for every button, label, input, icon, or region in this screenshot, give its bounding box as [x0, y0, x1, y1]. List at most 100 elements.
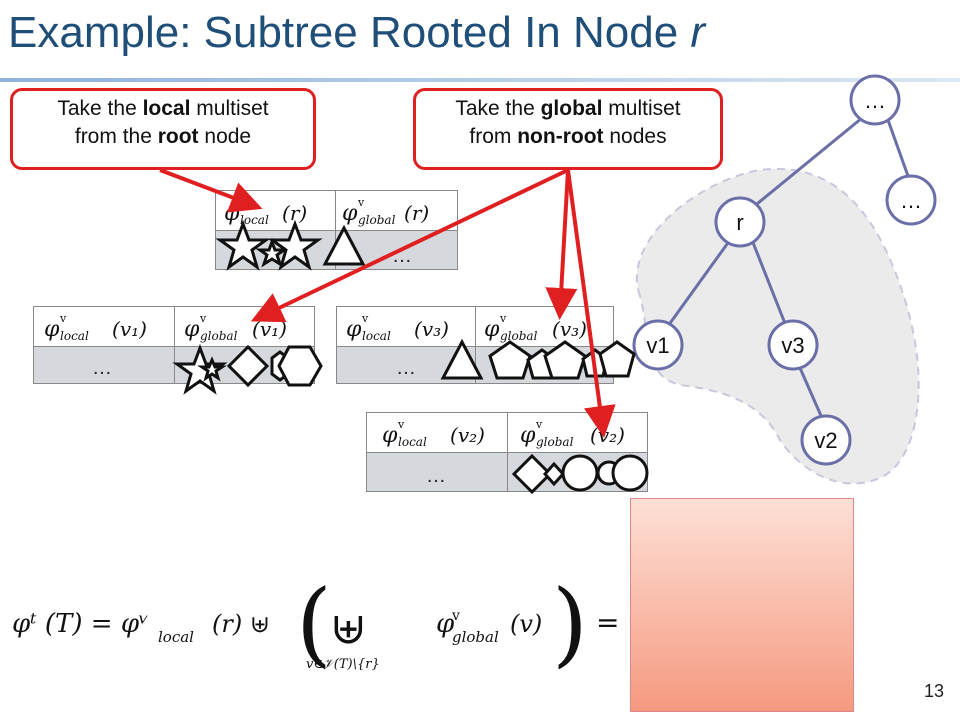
node-v3-label: v3 [781, 333, 804, 358]
table-v3-ellipsis: … [396, 357, 416, 379]
global-subscript: global [536, 435, 574, 449]
edge-r-v1 [666, 239, 732, 327]
arg-v2-local-node: v₂ [458, 423, 477, 447]
table-v2-global-header [508, 413, 647, 453]
phi-symbol: φ [224, 201, 240, 226]
local-subscript: local [60, 329, 89, 343]
node-v1 [632, 319, 684, 371]
callout-global-post: nodes [603, 125, 667, 148]
formula-v-superscript: v [451, 608, 460, 624]
callout-global: Take the global multiset from non-root n… [413, 88, 723, 170]
callout-local-line1: Take the local multiset [19, 95, 307, 123]
callout-global-mid: multiset [602, 97, 681, 120]
formula-global-subscript: global [452, 628, 499, 646]
table-v1-local-formula: φ v local (v₁) [44, 312, 147, 343]
triangle-shape [440, 338, 484, 380]
v-superscript: v [199, 312, 207, 325]
formula-lhs: φᵗ (T) = φᵛ [12, 609, 149, 639]
node-v3 [767, 319, 819, 371]
edge-top-right [886, 119, 910, 177]
table-r-global-header [336, 191, 457, 231]
v-superscript: v [361, 312, 369, 325]
table-r-global-formula: φ v global (r) [342, 196, 429, 227]
callout-local: Take the local multiset from the root no… [10, 88, 316, 170]
phi-symbol: φ [382, 423, 398, 448]
phi-symbol: φ [342, 201, 358, 226]
callout-global-line2-pre: from [469, 125, 518, 148]
formula-big-paren-right: ) [552, 570, 588, 677]
local-subscript: local [240, 213, 269, 227]
phi-symbol: φ [484, 317, 500, 342]
callout-local-line2-pre: from the [74, 125, 158, 148]
arg-v1-global: (v₁) [252, 317, 287, 341]
diamond-small-shape [542, 461, 566, 487]
callout-local-mid: multiset [190, 97, 269, 120]
formula-v-arg: (v) [510, 610, 542, 638]
table-v3-local-formula: φ v local (v₃) [346, 312, 449, 343]
tree-edges [666, 116, 910, 419]
table-v2-ellipsis: … [426, 465, 446, 487]
arg-v3-global: (v₃) [552, 317, 587, 341]
arrow-local-to-r [159, 168, 263, 213]
star-shape [267, 219, 323, 271]
result-box [630, 498, 854, 712]
slide-title: Example: Subtree Rooted In Node r [8, 8, 705, 58]
node-v2 [800, 414, 852, 466]
arrow-global-to-v3 [545, 169, 578, 320]
global-subscript: global [500, 329, 538, 343]
phi-symbol: φ [520, 423, 536, 448]
star-small-shape [197, 356, 227, 382]
v-superscript: v [59, 312, 67, 325]
formula-r-arg: (r) ⊎ [212, 610, 270, 638]
slide-number: 13 [923, 681, 944, 701]
table-v2-global-formula: φ v global (v₂) [520, 418, 625, 449]
callout-global-pre: Take the [455, 97, 541, 120]
diamond-shape [511, 453, 553, 495]
arg-v1-local: (v₁) [112, 317, 147, 341]
global-subscript: global [200, 329, 238, 343]
v-superscript: v [357, 196, 365, 209]
arg-v1-local-node: v₁ [120, 317, 139, 341]
main-formula: φᵗ (T) = φᵛ local (r) ⊎ ( ⊎ v∈𝒱(T)\{r} φ… [12, 570, 619, 677]
edge-v3-v2 [798, 367, 824, 419]
pentagon-shape [543, 340, 587, 380]
formula-multiset-union: ⊎ [330, 603, 367, 654]
arrow-global-to-v1 [250, 168, 569, 323]
edge-top-r [751, 116, 863, 210]
v-superscript: v [499, 312, 507, 325]
node-r [714, 196, 766, 248]
callout-local-post: node [198, 125, 252, 148]
hexagon-shape [277, 345, 323, 387]
star-shape [215, 219, 271, 271]
arg-r-global: (r) [404, 201, 429, 225]
formula-equals: = [596, 606, 619, 639]
callout-global-bold1: global [540, 97, 603, 120]
node-r-label: r [736, 210, 743, 235]
table-v1-global-header [175, 307, 314, 347]
v-superscript: v [397, 418, 405, 431]
callout-local-line2: from the root node [19, 123, 307, 151]
table-v2-local-formula: φ v local (v₂) [382, 418, 485, 449]
edge-r-v3 [750, 239, 788, 327]
table-v2-local-cell [367, 453, 508, 491]
node-top-label: … [864, 88, 886, 113]
star-shape [172, 343, 228, 395]
local-subscript: local [398, 435, 427, 449]
arrow-global-to-v2 [566, 169, 616, 438]
formula-phi: φ [436, 609, 455, 639]
callout-local-bold2: root [157, 125, 199, 148]
phi-symbol: φ [346, 317, 362, 342]
table-v2-local-header [367, 413, 508, 453]
callout-local-bold1: local [142, 97, 191, 120]
global-subscript: global [358, 213, 396, 227]
title-variable: r [690, 8, 706, 57]
node-top [849, 74, 901, 126]
triangle-shape [322, 224, 366, 266]
node-v2-label: v2 [814, 428, 837, 453]
node-right [885, 174, 937, 226]
arg-v2-local: (v₂) [450, 423, 485, 447]
formula-under: v∈𝒱(T)\{r} [306, 657, 380, 672]
formula-local-subscript: local [158, 628, 194, 646]
phi-symbol: φ [44, 317, 60, 342]
